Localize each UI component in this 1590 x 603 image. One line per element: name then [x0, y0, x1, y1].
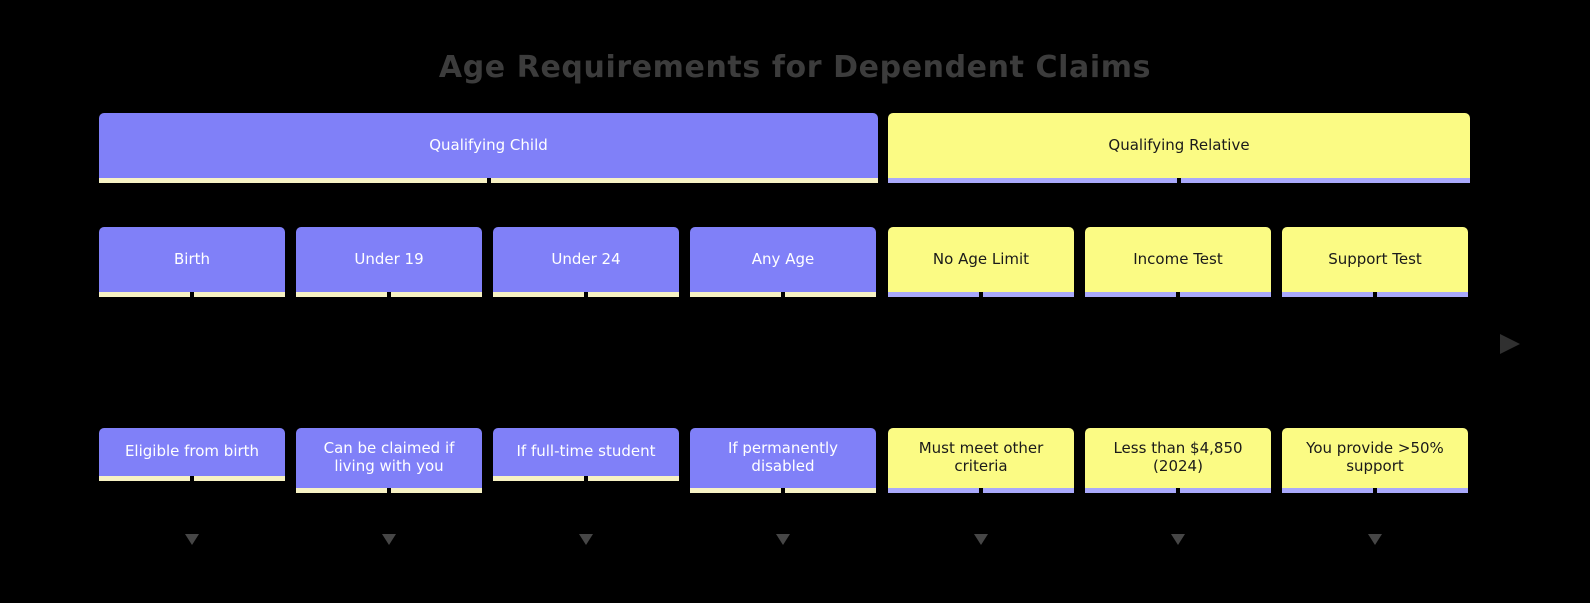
criteria-label: Support Test	[1328, 249, 1422, 268]
criteria-box-no-age-limit[interactable]: No Age Limit	[888, 227, 1074, 297]
caret-down-icon-col-1	[185, 534, 199, 545]
caret-down-icon-col-4	[776, 534, 790, 545]
detail-box-can-be-claimed-if-living-with-you[interactable]: Can be claimed if living with you	[296, 428, 482, 493]
detail-box-eligible-from-birth[interactable]: Eligible from birth	[99, 428, 285, 481]
criteria-label: Under 19	[354, 249, 424, 268]
criteria-box-under-24[interactable]: Under 24	[493, 227, 679, 297]
detail-label: If full-time student	[516, 442, 656, 461]
detail-label: Less than $4,850 (2024)	[1113, 439, 1243, 475]
criteria-label: No Age Limit	[932, 249, 1030, 268]
detail-label: Eligible from birth	[124, 442, 260, 461]
caret-down-icon-col-5	[974, 534, 988, 545]
detail-box-if-permanently-disabled[interactable]: If permanently disabled	[690, 428, 876, 493]
criteria-box-support-test[interactable]: Support Test	[1282, 227, 1468, 297]
criteria-box-under-19[interactable]: Under 19	[296, 227, 482, 297]
caret-down-icon-col-7	[1368, 534, 1382, 545]
group-header-label: Qualifying Child	[429, 135, 548, 154]
criteria-box-birth[interactable]: Birth	[99, 227, 285, 297]
page-title: Age Requirements for Dependent Claims	[438, 50, 1152, 85]
criteria-label: Birth	[173, 249, 210, 268]
criteria-box-any-age[interactable]: Any Age	[690, 227, 876, 297]
group-header-label: Qualifying Relative	[1108, 135, 1250, 154]
criteria-label: Income Test	[1133, 249, 1223, 268]
detail-label: Can be claimed if living with you	[323, 439, 455, 475]
caret-down-icon-col-3	[579, 534, 593, 545]
detail-box-must-meet-other-criteria[interactable]: Must meet other criteria	[888, 428, 1074, 493]
criteria-box-income-test[interactable]: Income Test	[1085, 227, 1271, 297]
group-header-qualifying-relative[interactable]: Qualifying Relative	[888, 113, 1470, 183]
play-caret-right-icon	[1500, 334, 1520, 354]
detail-label: You provide >50% support	[1306, 439, 1444, 475]
caret-down-icon-col-2	[382, 534, 396, 545]
caret-down-icon-col-6	[1171, 534, 1185, 545]
detail-box-you-provide-50-support[interactable]: You provide >50% support	[1282, 428, 1468, 493]
detail-box-less-than-4850[interactable]: Less than $4,850 (2024)	[1085, 428, 1271, 493]
criteria-label: Under 24	[551, 249, 621, 268]
detail-label: Must meet other criteria	[918, 439, 1044, 475]
criteria-label: Any Age	[751, 249, 815, 268]
group-header-qualifying-child[interactable]: Qualifying Child	[99, 113, 878, 183]
detail-box-if-full-time-student[interactable]: If full-time student	[493, 428, 679, 481]
detail-label: If permanently disabled	[727, 439, 839, 475]
